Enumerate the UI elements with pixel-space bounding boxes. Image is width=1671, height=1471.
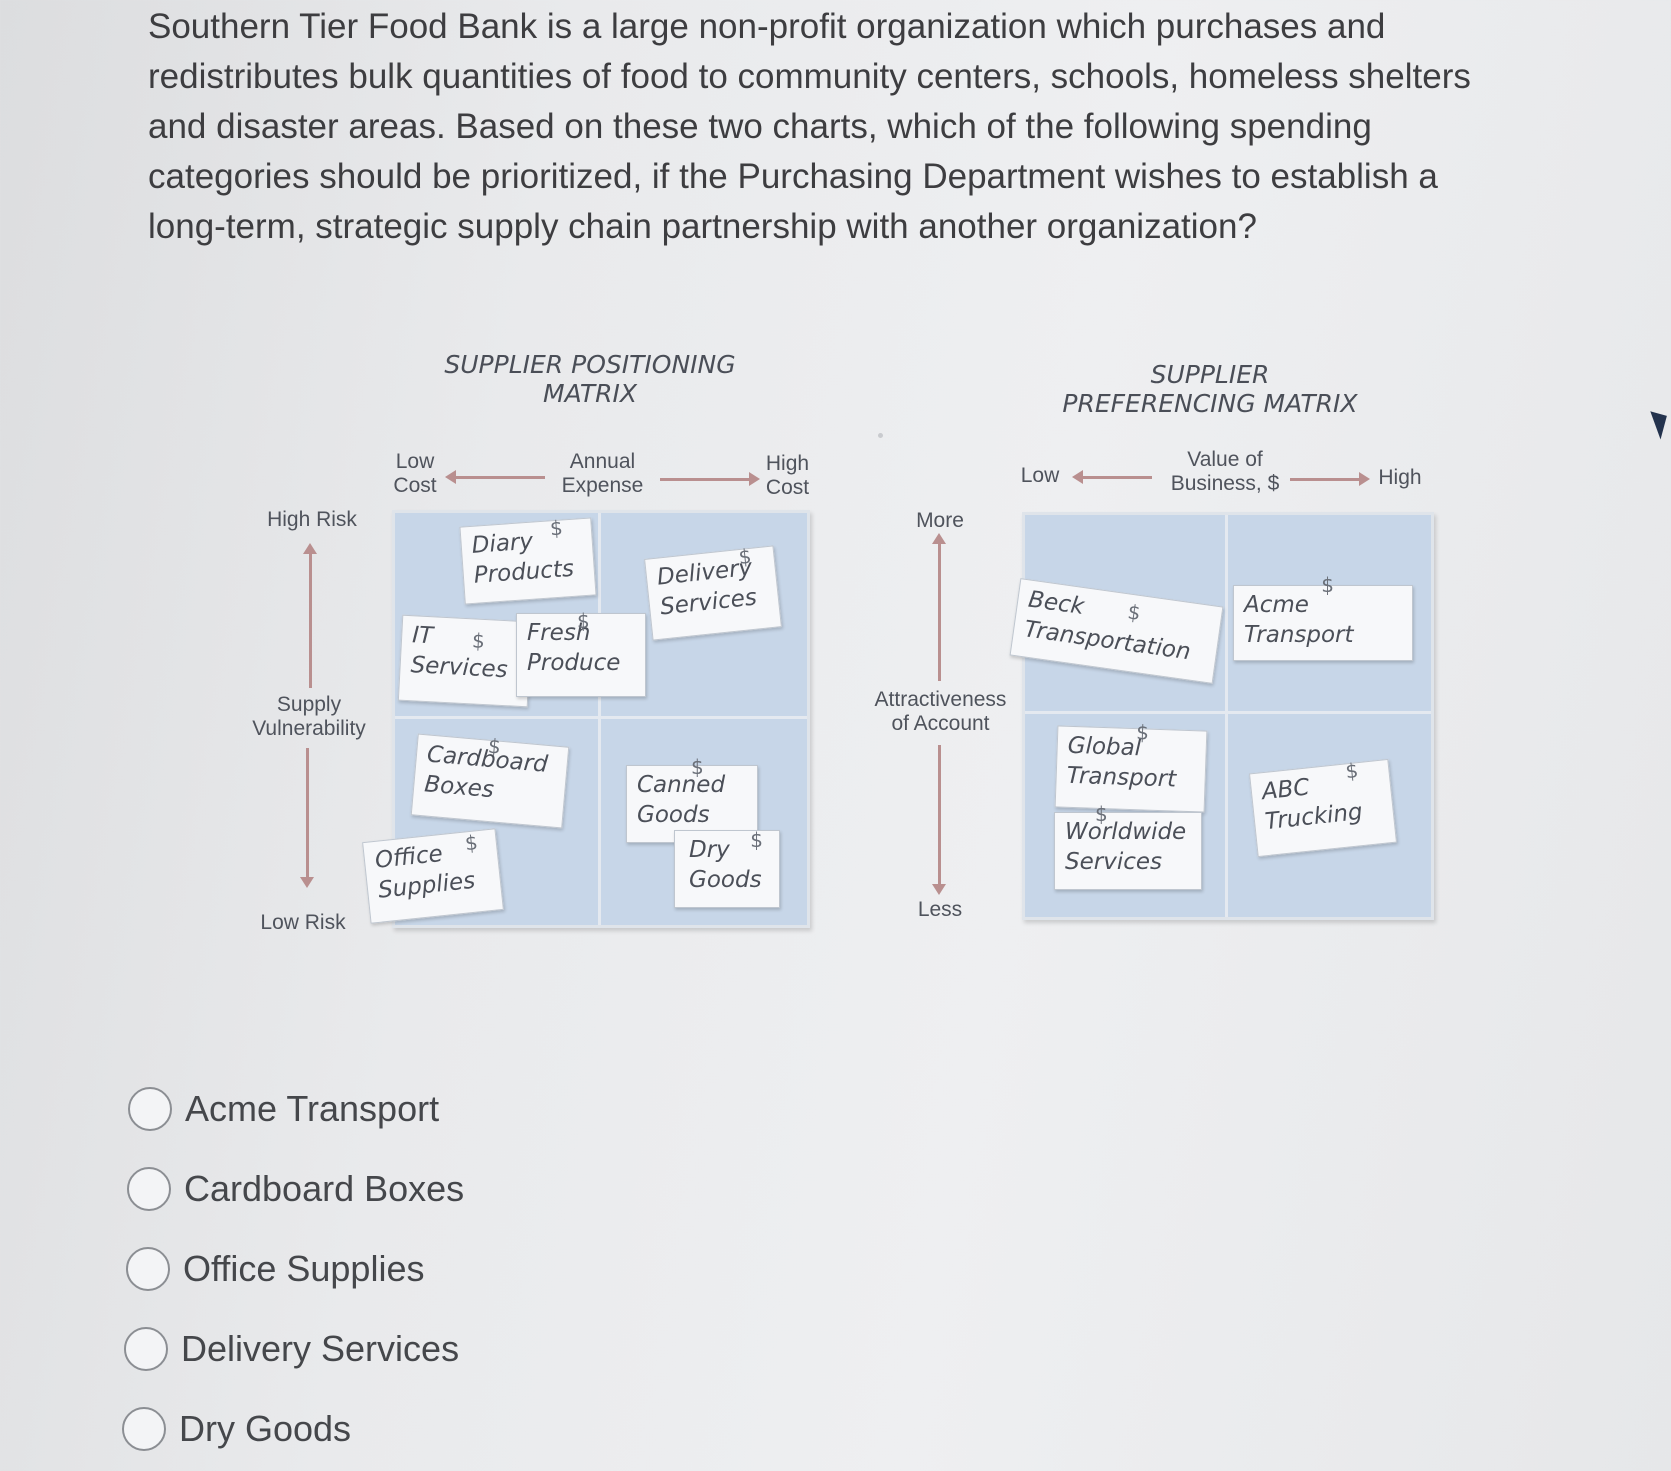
card-cardboard-boxes: $ Cardboard Boxes [410,733,570,829]
radio-button[interactable] [128,1087,172,1131]
high-risk-label: High Risk [267,508,357,531]
option-label: Dry Goods [179,1408,352,1449]
card-office-supplies: $ Office Supplies [362,828,504,924]
arrow-left-icon [445,470,545,484]
grid-divider [1025,711,1431,714]
card-delivery-services: $ Delivery Services [644,544,782,641]
high-value-label: High [1378,466,1422,489]
option-cardboard-boxes[interactable]: Cardboard Boxes [127,1164,464,1214]
arrow-down-icon [932,745,946,895]
pushpin-icon: $ [691,755,704,779]
option-label: Acme Transport [185,1088,440,1129]
card-global-transport: $ Global Transport [1054,720,1208,813]
less-label: Less [917,898,963,921]
pushpin-icon: $ [487,733,502,759]
option-acme-transport[interactable]: Acme Transport [128,1084,439,1134]
low-cost-label: Low Cost [393,450,437,497]
card-worldwide-services: $ Worldwide Services [1054,802,1202,890]
pushpin-icon: $ [549,515,564,541]
mouse-cursor-icon [1650,406,1671,440]
pushpin-icon: $ [1135,720,1150,745]
supply-vulnerability-label: Supply Vulnerability [252,693,366,740]
value-of-business-label: Value of Business, $ [1170,448,1280,495]
low-value-label: Low [1020,464,1060,487]
decorative-dot [878,433,883,438]
grid-divider [598,513,601,925]
pushpin-icon: $ [1095,802,1108,826]
low-risk-label: Low Risk [260,911,346,934]
option-dry-goods[interactable]: Dry Goods [122,1404,351,1454]
preferencing-title: SUPPLIER PREFERENCING MATRIX [1062,360,1358,418]
card-abc-trucking: $ ABC Trucking [1248,758,1398,858]
pushpin-icon: $ [577,609,590,633]
grid-divider [395,716,807,719]
attractiveness-label: Attractiveness of Account [874,688,1007,735]
card-it-services: $ IT Services [397,614,533,708]
option-delivery-services[interactable]: Delivery Services [124,1324,459,1374]
question-text: Southern Tier Food Bank is a large non-p… [148,7,1471,246]
pushpin-icon: $ [463,830,479,856]
arrow-down-icon [300,748,314,888]
card-fresh-produce: $ Fresh Produce [516,609,646,697]
radio-button[interactable] [124,1327,168,1371]
radio-button[interactable] [127,1167,171,1211]
radio-button[interactable] [122,1407,166,1451]
pushpin-icon: $ [471,628,486,653]
card-dry-goods: $ Dry Goods [674,828,780,908]
grid-divider [1225,515,1228,917]
option-label: Cardboard Boxes [184,1168,465,1209]
annual-expense-label: Annual Expense [561,450,644,497]
option-label: Office Supplies [183,1248,425,1289]
card-diary-products: $ Diary Products [459,516,597,605]
option-label: Delivery Services [181,1328,460,1369]
arrow-right-icon [1290,472,1370,486]
more-label: More [916,509,964,532]
arrow-right-icon [660,472,760,486]
arrow-up-icon [303,543,317,688]
arrow-up-icon [932,533,946,681]
radio-button[interactable] [126,1247,170,1291]
arrow-left-icon [1072,470,1152,484]
high-cost-label: High Cost [765,452,810,499]
option-office-supplies[interactable]: Office Supplies [126,1244,424,1294]
card-acme-transport: $ Acme Transport [1233,573,1413,661]
positioning-title: SUPPLIER POSITIONING MATRIX [444,350,736,408]
pushpin-icon: $ [750,828,763,852]
pushpin-icon: $ [1321,573,1334,597]
